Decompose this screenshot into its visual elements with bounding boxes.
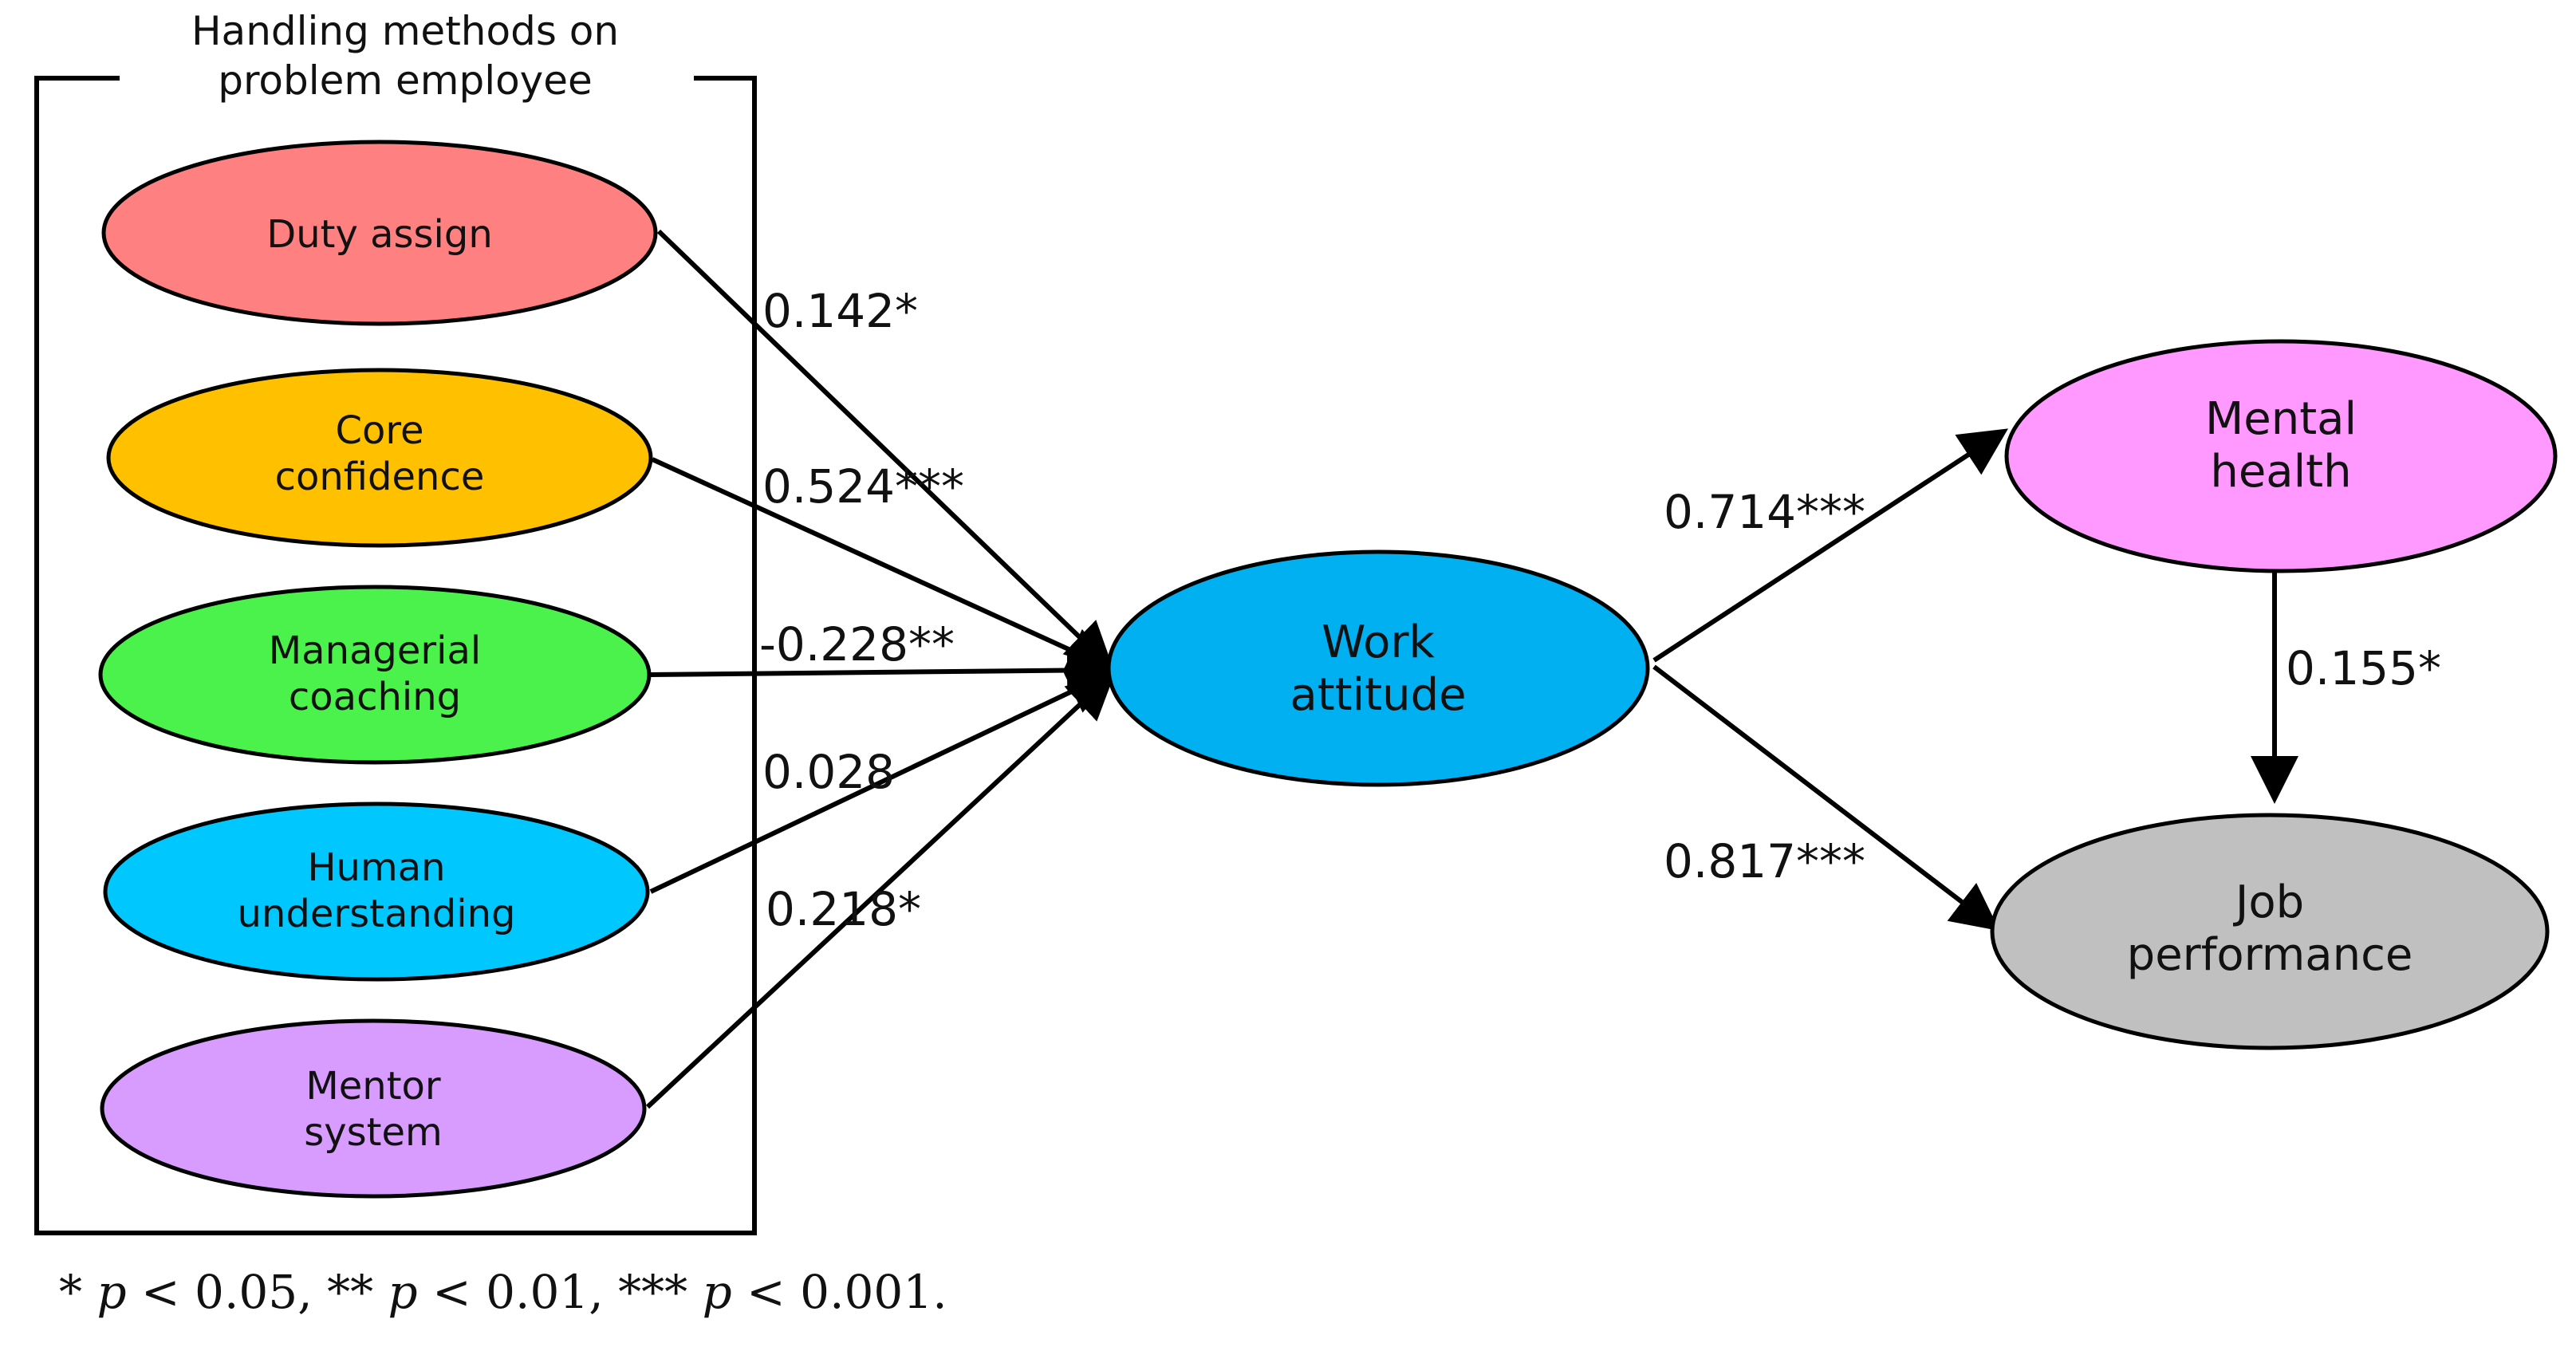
node-mental-health-label-line2: health <box>2210 446 2351 498</box>
node-human-understanding-label-line1: Human <box>307 845 445 890</box>
node-mentor-system-label-line2: system <box>304 1110 443 1155</box>
node-work-attitude-label-line2: attitude <box>1290 669 1466 721</box>
node-work-attitude-shape <box>1106 549 1650 787</box>
node-job-performance-label-line2: performance <box>2127 929 2413 981</box>
edge-core-confidence-to-work-attitude <box>651 457 1116 673</box>
node-duty-assign: Duty assign <box>101 140 658 326</box>
coef-mentor-system: 0.218* <box>766 882 921 936</box>
footnote-part1: * <box>59 1265 97 1319</box>
node-core-confidence-shape <box>106 368 653 548</box>
node-duty-assign-shape <box>101 140 658 326</box>
node-mentor-system-shape <box>100 1018 647 1199</box>
coefficient-labels: 0.142* 0.524*** -0.228** 0.028 0.218* 0.… <box>759 284 2441 936</box>
group-title-line2: problem employee <box>218 57 593 104</box>
footnote-p2: p <box>388 1265 418 1319</box>
footnote-p1: p <box>97 1265 126 1319</box>
edge-work-attitude-to-mental-health <box>1652 428 2009 663</box>
group-box-outline <box>34 76 757 1235</box>
coef-work-to-mental: 0.714*** <box>1664 485 1865 539</box>
node-duty-assign-label: Duty assign <box>266 212 493 257</box>
node-job-performance-shape <box>1990 813 2550 1050</box>
coef-human-understanding: 0.028 <box>762 745 895 799</box>
node-human-understanding-shape <box>103 802 650 982</box>
significance-footnote: * p < 0.05, ** p < 0.01, *** p < 0.001. <box>59 1265 947 1319</box>
footnote-part2: < 0.05, ** <box>127 1265 388 1319</box>
edge-work-attitude-to-job-performance <box>1652 664 2000 931</box>
coef-managerial-coaching: -0.228** <box>759 617 955 672</box>
node-mental-health-shape <box>2004 339 2558 573</box>
node-managerial-coaching-shape <box>98 585 652 765</box>
node-managerial-coaching: Managerial coaching <box>98 585 652 765</box>
node-human-understanding: Human understanding <box>103 802 650 982</box>
node-core-confidence-label-line1: Core <box>335 408 423 453</box>
footnote-part4: < 0.001. <box>732 1265 947 1319</box>
footnote-p3: p <box>703 1265 732 1319</box>
node-mental-health: Mental health <box>2004 339 2558 573</box>
node-mentor-system-label-line1: Mentor <box>305 1064 441 1109</box>
node-work-attitude: Work attitude <box>1106 549 1650 787</box>
coef-duty-assign: 0.142* <box>762 284 918 338</box>
group-box: Handling methods on problem employee <box>34 8 757 1235</box>
node-core-confidence: Core confidence <box>106 368 653 548</box>
node-human-understanding-label-line2: understanding <box>238 892 516 936</box>
node-managerial-coaching-label-line1: Managerial <box>269 628 481 673</box>
edges <box>645 229 2298 1109</box>
node-work-attitude-label-line1: Work <box>1321 616 1435 668</box>
node-job-performance: Job performance <box>1990 813 2550 1050</box>
edge-managerial-coaching-to-work-attitude <box>648 646 1115 695</box>
node-core-confidence-label-line2: confidence <box>275 455 485 499</box>
edge-duty-assign-to-work-attitude <box>656 229 1114 671</box>
coef-core-confidence: 0.524*** <box>762 459 964 514</box>
node-job-performance-label-line1: Job <box>2233 876 2304 928</box>
node-mental-health-label-line1: Mental <box>2205 393 2357 445</box>
node-managerial-coaching-label-line2: coaching <box>289 675 461 719</box>
footnote-part3: < 0.01, *** <box>418 1265 703 1319</box>
group-title-line1: Handling methods on <box>191 8 619 54</box>
edge-mentor-system-to-work-attitude <box>645 671 1116 1109</box>
coef-work-to-job: 0.817*** <box>1664 834 1865 888</box>
coef-mental-to-job: 0.155* <box>2286 641 2441 695</box>
node-mentor-system: Mentor system <box>100 1018 647 1199</box>
edge-human-understanding-to-work-attitude <box>649 669 1116 894</box>
